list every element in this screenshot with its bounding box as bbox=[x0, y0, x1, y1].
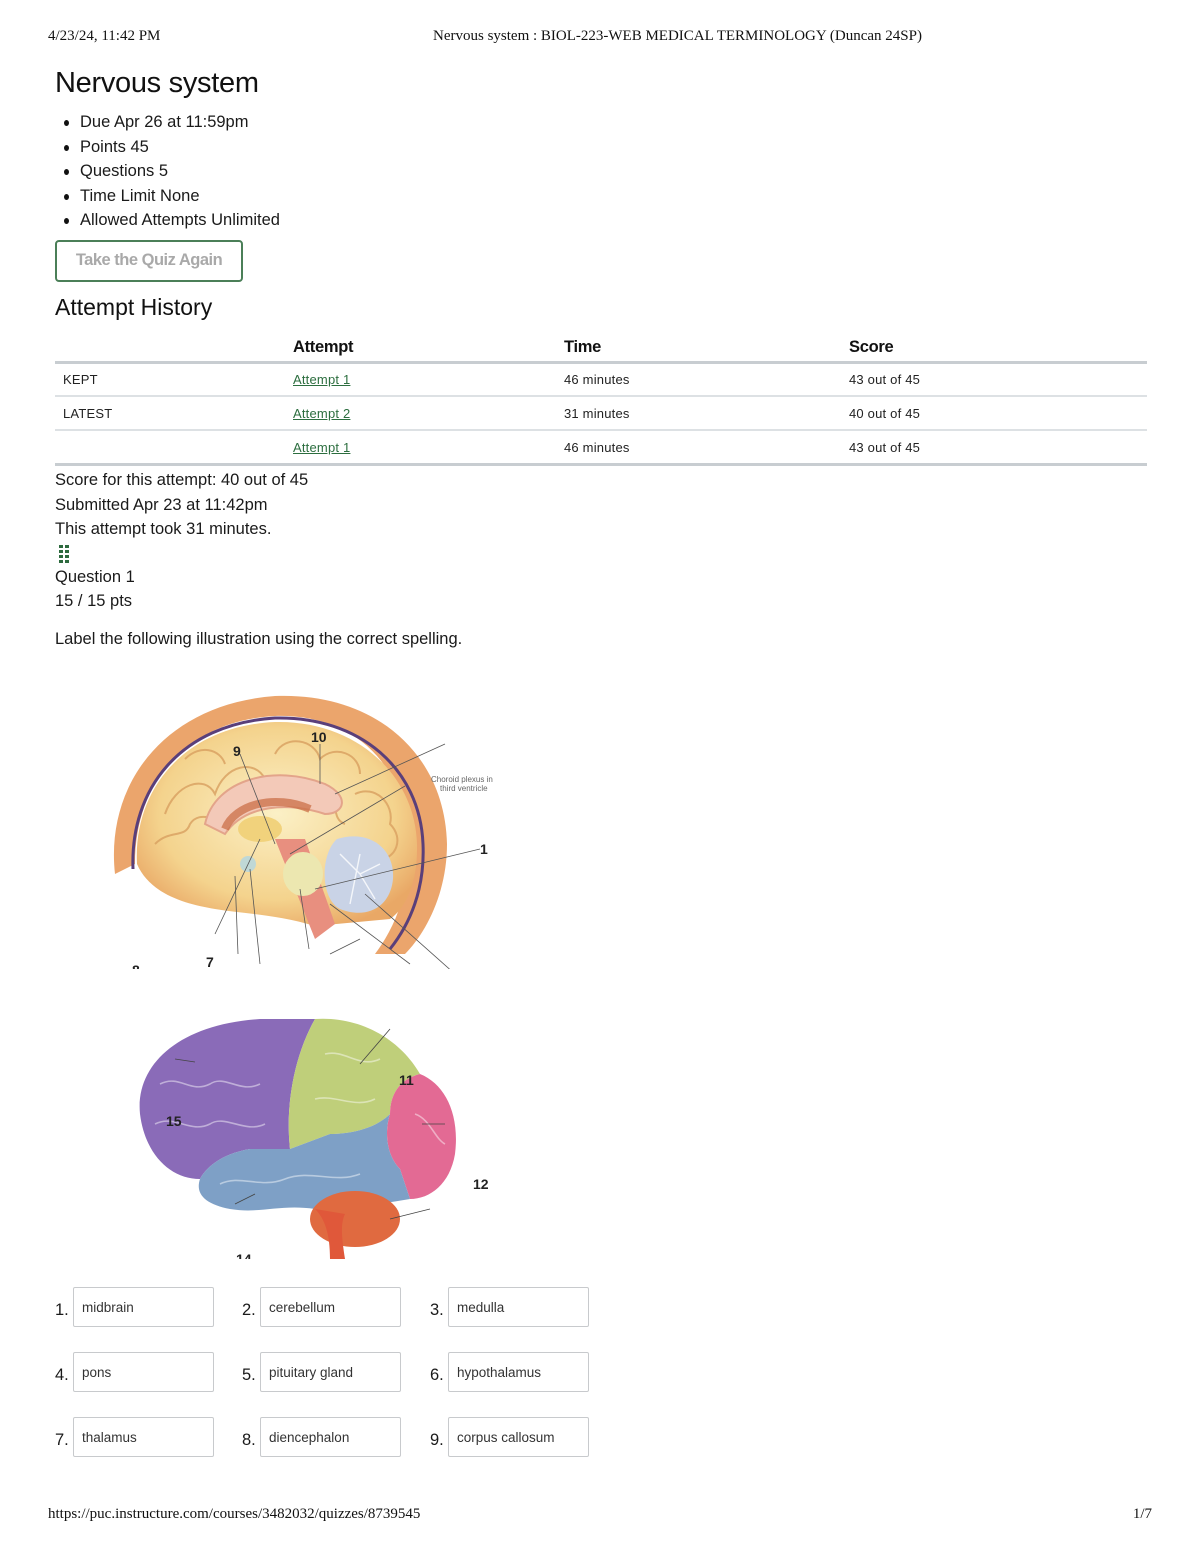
answer-field[interactable]: pituitary gland bbox=[260, 1352, 401, 1392]
print-url: https://puc.instructure.com/courses/3482… bbox=[48, 1506, 421, 1522]
detail-points: Points 45 bbox=[55, 135, 1147, 160]
answer-item-7: 7. thalamus bbox=[55, 1417, 214, 1457]
figure-label-12: 12 bbox=[473, 1176, 489, 1192]
answer-number: 5. bbox=[242, 1366, 256, 1384]
answer-field[interactable]: cerebellum bbox=[260, 1287, 401, 1327]
answer-field[interactable]: medulla bbox=[448, 1287, 589, 1327]
attempt-status: KEPT bbox=[55, 362, 293, 398]
answer-item-1: 1. midbrain bbox=[55, 1287, 214, 1327]
print-header: 4/23/24, 11:42 PM Nervous system : BIOL-… bbox=[48, 28, 1152, 48]
attempt-status bbox=[55, 430, 293, 466]
column-header-status bbox=[55, 335, 293, 364]
figure-label-15: 15 bbox=[166, 1113, 182, 1129]
figure-label-14: 14 bbox=[236, 1251, 252, 1259]
attempt-link[interactable]: Attempt 1 bbox=[293, 439, 351, 455]
table-header-row: Attempt Time Score bbox=[55, 335, 1147, 364]
answer-item-9: 9. corpus callosum bbox=[430, 1417, 589, 1457]
print-document-title: Nervous system : BIOL-223-WEB MEDICAL TE… bbox=[433, 28, 922, 44]
take-quiz-again-button[interactable]: Take the Quiz Again bbox=[55, 239, 243, 282]
answer-field[interactable]: corpus callosum bbox=[448, 1417, 589, 1457]
answer-number: 4. bbox=[55, 1366, 69, 1384]
quiz-content: Nervous system Due Apr 26 at 11:59pm Poi… bbox=[55, 64, 1147, 1457]
detail-time-limit: Time Limit None bbox=[55, 184, 1147, 209]
column-header-attempt: Attempt bbox=[293, 335, 564, 364]
attempt-status: LATEST bbox=[55, 396, 293, 432]
detail-due-date: Due Apr 26 at 11:59pm bbox=[55, 110, 1147, 135]
answer-number: 3. bbox=[430, 1301, 444, 1319]
answer-field[interactable]: midbrain bbox=[73, 1287, 214, 1327]
answer-item-3: 3. medulla bbox=[430, 1287, 589, 1327]
figure-label-1: 1 bbox=[480, 841, 488, 857]
answer-number: 6. bbox=[430, 1366, 444, 1384]
attempt-score-text: Score for this attempt: 40 out of 45 bbox=[55, 470, 309, 489]
page-number: 1/7 bbox=[1132, 1506, 1152, 1522]
sagittal-brain-illustration: 9 10 1 2 3 4 5 6 7 8 Choroid plexus in t… bbox=[75, 664, 495, 1027]
answer-number: 7. bbox=[55, 1431, 69, 1449]
attempt-score: 43 out of 45 bbox=[849, 430, 1147, 466]
figure-label-8: 8 bbox=[132, 962, 140, 969]
answer-number: 9. bbox=[430, 1431, 444, 1449]
figure-label-7: 7 bbox=[206, 954, 214, 969]
attempt-time: 46 minutes bbox=[564, 430, 849, 466]
answer-field[interactable]: hypothalamus bbox=[448, 1352, 589, 1392]
quiz-title: Nervous system bbox=[55, 67, 259, 99]
answer-item-8: 8. diencephalon bbox=[242, 1417, 401, 1457]
column-header-time: Time bbox=[564, 335, 849, 364]
annotation-choroid-plexus: Choroid plexus in bbox=[431, 775, 493, 784]
attempt-duration-text: This attempt took 31 minutes. bbox=[55, 520, 272, 539]
answer-field[interactable]: diencephalon bbox=[260, 1417, 401, 1457]
brain-sagittal-image: 9 10 1 2 3 4 5 6 7 8 Choroid plexus in t… bbox=[113, 695, 493, 1027]
answer-field[interactable]: pons bbox=[73, 1352, 214, 1392]
answer-item-6: 6. hypothalamus bbox=[430, 1352, 589, 1392]
attempt-summary: Score for this attempt: 40 out of 45 Sub… bbox=[55, 468, 1147, 542]
figure-label-11: 11 bbox=[399, 1072, 414, 1088]
answer-field[interactable]: thalamus bbox=[73, 1417, 214, 1457]
drag-handle-icon[interactable] bbox=[59, 544, 69, 563]
table-row: KEPT Attempt 1 46 minutes 43 out of 45 bbox=[55, 362, 1147, 398]
figure-label-10: 10 bbox=[311, 729, 327, 745]
question-prompt: Label the following illustration using t… bbox=[55, 629, 463, 648]
detail-questions: Questions 5 bbox=[55, 159, 1147, 184]
attempt-history-title: Attempt History bbox=[55, 293, 213, 320]
quiz-details-list: Due Apr 26 at 11:59pm Points 45 Question… bbox=[55, 110, 1147, 233]
detail-allowed-attempts: Allowed Attempts Unlimited bbox=[55, 208, 1147, 233]
attempt-link[interactable]: Attempt 1 bbox=[293, 372, 351, 388]
answer-item-4: 4. pons bbox=[55, 1352, 214, 1392]
attempt-time: 31 minutes bbox=[564, 396, 849, 432]
annotation-third-ventricle: third ventricle bbox=[440, 784, 488, 793]
table-row: Attempt 1 46 minutes 43 out of 45 bbox=[55, 430, 1147, 466]
question-points: 15 / 15 pts bbox=[55, 592, 133, 611]
print-footer: https://puc.instructure.com/courses/3482… bbox=[48, 1506, 1152, 1526]
figure-label-9: 9 bbox=[233, 743, 241, 759]
question-number: Question 1 bbox=[55, 567, 135, 586]
attempt-time: 46 minutes bbox=[564, 362, 849, 398]
brain-lateral-image: 11 12 13 14 15 bbox=[139, 1018, 489, 1281]
answer-number: 8. bbox=[242, 1431, 256, 1449]
answer-number: 2. bbox=[242, 1301, 256, 1319]
lateral-brain-illustration: 11 12 13 14 15 bbox=[100, 1004, 500, 1281]
attempt-link[interactable]: Attempt 2 bbox=[293, 405, 351, 421]
attempt-score: 43 out of 45 bbox=[849, 362, 1147, 398]
attempt-submitted-text: Submitted Apr 23 at 11:42pm bbox=[55, 495, 268, 514]
answer-item-2: 2. cerebellum bbox=[242, 1287, 401, 1327]
answer-item-5: 5. pituitary gland bbox=[242, 1352, 401, 1392]
attempt-history-table: Attempt Time Score KEPT Attempt 1 46 min… bbox=[55, 335, 1147, 466]
attempt-score: 40 out of 45 bbox=[849, 396, 1147, 432]
table-row: LATEST Attempt 2 31 minutes 40 out of 45 bbox=[55, 396, 1147, 432]
column-header-score: Score bbox=[849, 335, 1147, 364]
answer-number: 1. bbox=[55, 1301, 69, 1319]
print-date: 4/23/24, 11:42 PM bbox=[48, 28, 161, 44]
